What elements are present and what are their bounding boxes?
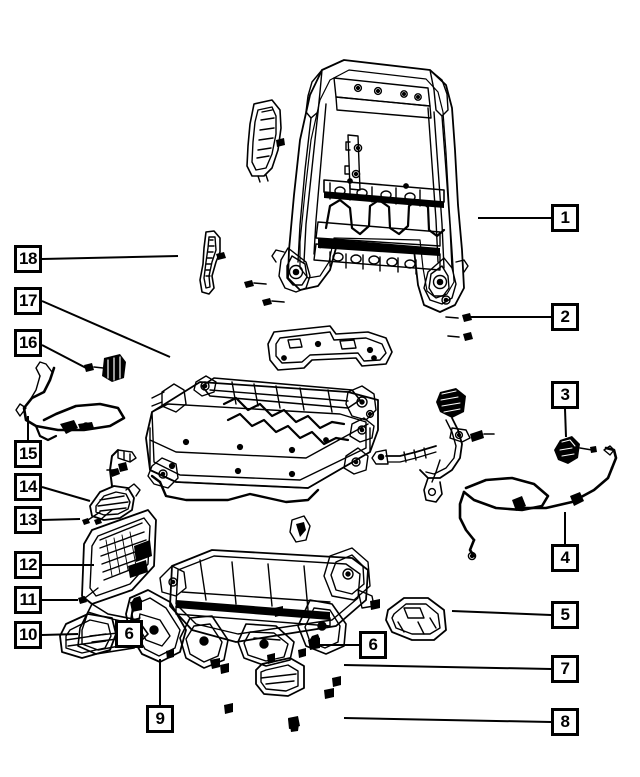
callout-box-7[interactable]: 7: [551, 655, 579, 683]
callout-label: 16: [19, 333, 37, 352]
callout-label: 8: [560, 712, 570, 731]
callout-label: 9: [155, 709, 165, 728]
callout-label: 17: [19, 291, 37, 310]
part-seat-back-frame: [271, 59, 469, 313]
leader-18: [41, 255, 179, 260]
leader-17: [41, 300, 171, 358]
callout-label: 6: [368, 635, 378, 654]
callout-label: 18: [19, 249, 37, 268]
part-track-end-cover-right: [385, 597, 447, 641]
part-shield-end-cap: [59, 613, 117, 659]
callout-label: 15: [19, 444, 37, 463]
callout-box-5[interactable]: 5: [551, 601, 579, 629]
callout-box-8[interactable]: 8: [551, 708, 579, 736]
part-seat-back-latch-striker: [554, 436, 597, 464]
part-headrest-guide-bracket: [199, 230, 226, 295]
callout-box-11[interactable]: 11: [14, 586, 42, 614]
leader-7: [343, 664, 552, 670]
leader-5: [451, 610, 552, 616]
callout-label: 13: [19, 510, 37, 529]
part-seat-cushion-frame: [145, 325, 393, 504]
leader-3: [564, 408, 567, 438]
callout-label: 4: [560, 548, 570, 567]
callout-box-3[interactable]: 3: [551, 381, 579, 409]
callout-box-6b[interactable]: 6: [359, 631, 387, 659]
callout-label: 12: [19, 555, 37, 574]
part-adjuster-track-assembly: [159, 515, 375, 669]
part-shield-screw: [78, 587, 99, 604]
callout-box-2[interactable]: 2: [551, 303, 579, 331]
part-recliner-release-handle: [89, 449, 141, 521]
part-cable-retainer-clip: [84, 354, 126, 382]
callout-label: 10: [19, 625, 37, 644]
callout-label: 6: [124, 624, 134, 643]
callout-box-9[interactable]: 9: [146, 705, 174, 733]
callout-box-13[interactable]: 13: [14, 506, 42, 534]
callout-box-17[interactable]: 17: [14, 287, 42, 315]
callout-box-18[interactable]: 18: [14, 245, 42, 273]
leader-8: [343, 717, 552, 723]
callout-label: 1: [560, 208, 570, 227]
leader-16: [41, 344, 91, 371]
part-seat-back-release-cable: [15, 361, 126, 442]
part-misc-fasteners: [110, 462, 128, 477]
callout-box-12[interactable]: 12: [14, 551, 42, 579]
callout-label: 2: [560, 307, 570, 326]
callout-box-10[interactable]: 10: [14, 621, 42, 649]
callout-label: 3: [560, 385, 570, 404]
leader-13: [41, 518, 81, 521]
part-handle-screws: [82, 509, 113, 525]
callout-label: 7: [560, 659, 570, 678]
callout-box-4[interactable]: 4: [551, 544, 579, 572]
callout-box-14[interactable]: 14: [14, 473, 42, 501]
callout-box-15[interactable]: 15: [14, 440, 42, 468]
callout-box-6a[interactable]: 6: [115, 620, 143, 648]
part-seat-back-latch-assembly: [371, 388, 495, 503]
part-track-cover-small: [255, 657, 305, 697]
callout-box-16[interactable]: 16: [14, 329, 42, 357]
leader-6a: [130, 606, 134, 621]
part-floor-bolt-cover: [288, 716, 300, 732]
callout-box-1[interactable]: 1: [551, 204, 579, 232]
leader-14: [41, 486, 91, 502]
part-seat-back-side-panel: [246, 99, 285, 183]
part-release-cable-long: [458, 445, 618, 561]
callout-label: 14: [19, 477, 37, 496]
leader-10: [41, 633, 79, 636]
callout-label: 5: [560, 605, 570, 624]
callout-label: 11: [19, 590, 37, 609]
